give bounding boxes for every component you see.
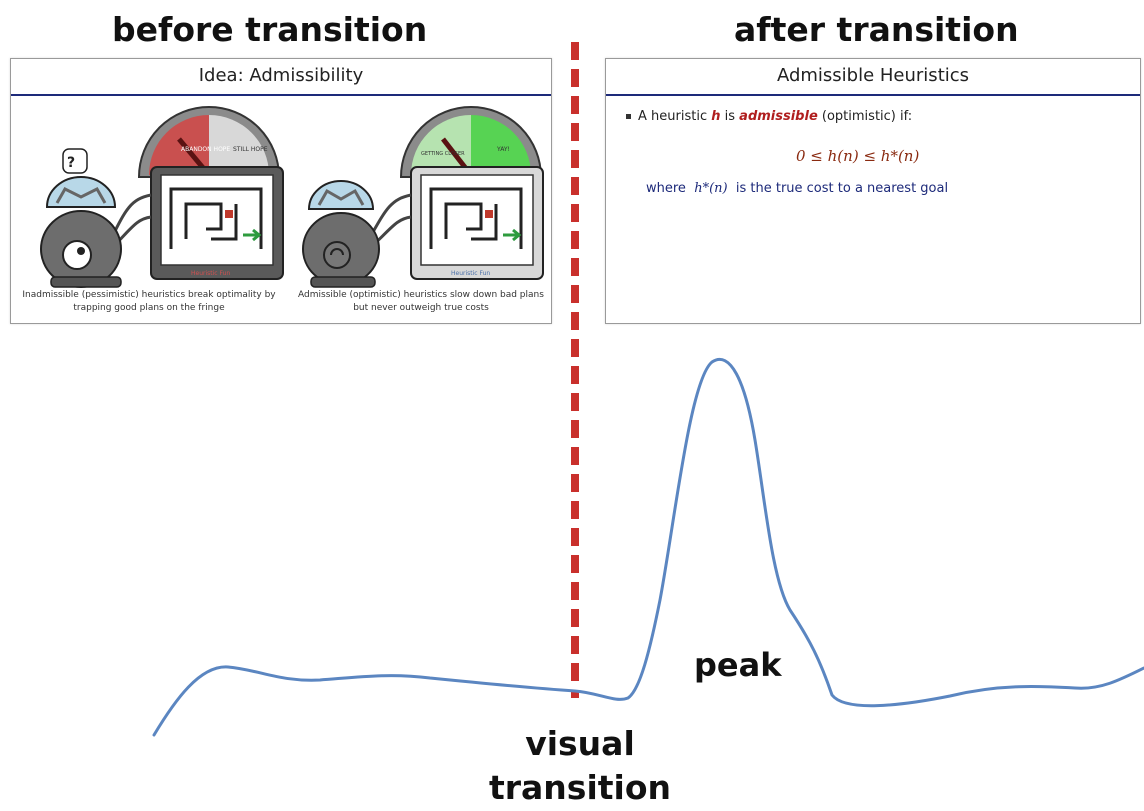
definition-bullet: A heuristic h is admissible (optimistic)… bbox=[626, 109, 912, 124]
pessimistic-caption: Inadmissible (pessimistic) heuristics br… bbox=[22, 290, 276, 313]
visual-label: visual bbox=[525, 724, 635, 763]
transition-label: transition bbox=[488, 768, 671, 807]
slide-title: Idea: Admissibility bbox=[198, 65, 364, 86]
slide-after: Admissible Heuristics A heuristic h is a… bbox=[605, 58, 1141, 324]
svg-text:Heuristic Fun: Heuristic Fun bbox=[191, 270, 230, 277]
title-rule bbox=[606, 94, 1140, 96]
definition-explanation: where h*(n) is the true cost to a neares… bbox=[646, 181, 949, 196]
optimistic-caption: Admissible (optimistic) heuristics slow … bbox=[298, 290, 544, 313]
pessimistic-robot-scene: ABANDON HOPE STILL HOPE Heuristic Fun ? bbox=[40, 106, 284, 288]
svg-text:GETTING CLOSER: GETTING CLOSER bbox=[421, 151, 465, 157]
before-transition-heading: before transition bbox=[112, 10, 428, 49]
after-transition-heading: after transition bbox=[734, 10, 1019, 49]
svg-text:Heuristic Fun: Heuristic Fun bbox=[451, 270, 490, 277]
bullet-icon bbox=[626, 114, 631, 119]
question-bubble-icon bbox=[62, 148, 88, 174]
slide-before: Idea: Admissibility ABANDON HOPE STILL H… bbox=[10, 58, 552, 324]
slide-title: Admissible Heuristics bbox=[776, 65, 970, 86]
peak-label: peak bbox=[694, 646, 782, 684]
svg-text:?: ? bbox=[67, 155, 75, 171]
signal-curve bbox=[152, 358, 1144, 737]
admissibility-illustration: ABANDON HOPE STILL HOPE Heuristic Fun ? bbox=[40, 106, 544, 288]
svg-text:YAY!: YAY! bbox=[496, 146, 510, 153]
optimistic-robot-scene: GETTING CLOSER YAY! Heuristic Fun bbox=[302, 106, 544, 288]
title-rule bbox=[11, 94, 551, 96]
svg-text:STILL HOPE: STILL HOPE bbox=[233, 146, 268, 153]
svg-text:ABANDON HOPE: ABANDON HOPE bbox=[181, 146, 230, 153]
admissibility-formula: 0 ≤ h(n) ≤ h*(n) bbox=[796, 147, 920, 165]
